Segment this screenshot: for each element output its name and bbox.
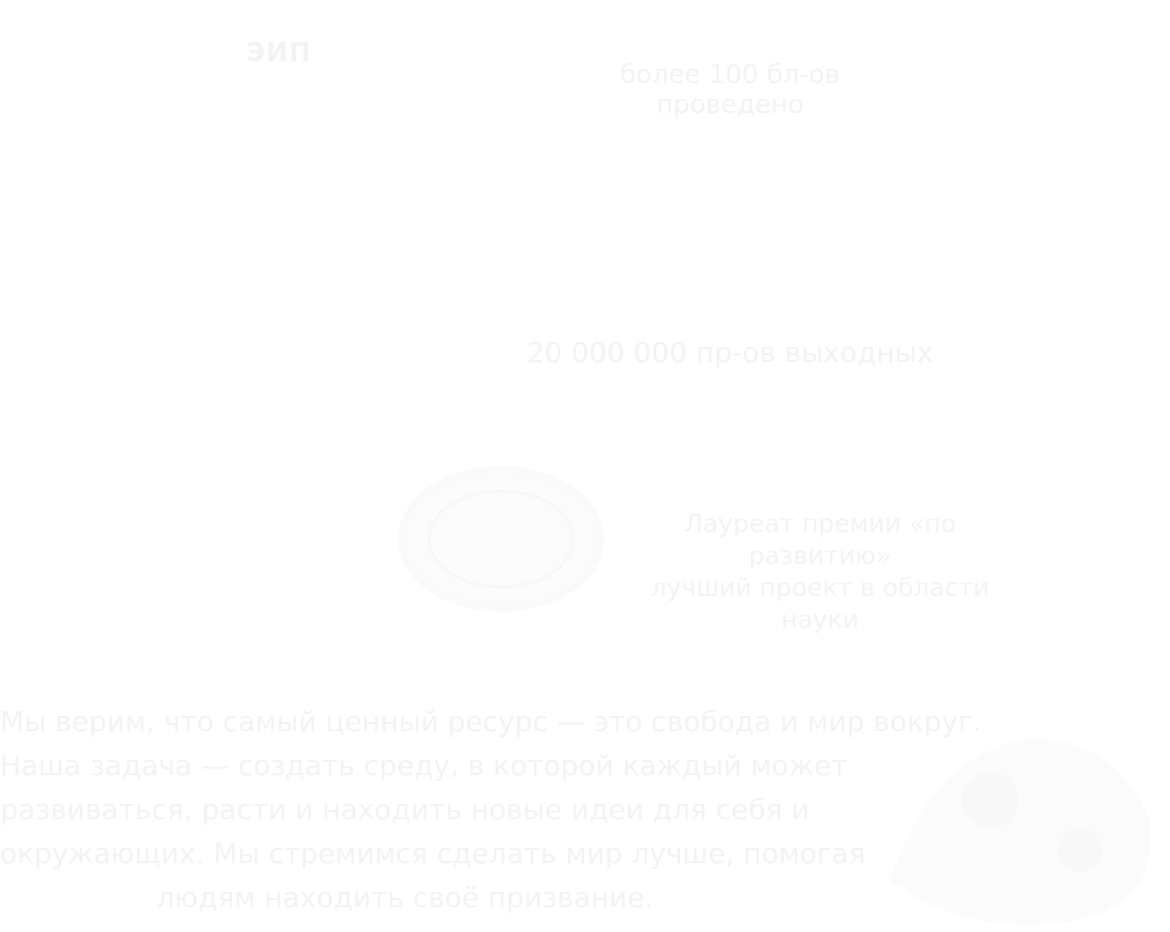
paragraph-line: Наша задача — создать среду, в которой к… xyxy=(0,749,848,782)
site-logo[interactable]: ЭИП xyxy=(246,38,312,68)
paragraph-line: окружающих. Мы стремимся сделать мир луч… xyxy=(0,837,866,870)
decorative-illustration xyxy=(850,700,1170,932)
award-line-2: лучший проект в области науки xyxy=(650,573,990,634)
stat-events: более 100 бл-ов проведено xyxy=(620,60,840,120)
award-badge-icon xyxy=(398,466,604,612)
mission-paragraph: Мы верим, что самый ценный ресурс — это … xyxy=(0,700,982,920)
award-line-1: Лауреат премии «по развитию» xyxy=(684,509,956,570)
paragraph-line: людям находить своё призвание. xyxy=(156,881,654,914)
paragraph-line: развиваться, расти и находить новые идеи… xyxy=(0,793,810,826)
award-description: Лауреат премии «по развитию» лучший прое… xyxy=(630,508,1010,636)
paragraph-line: Мы верим, что самый ценный ресурс — это … xyxy=(0,705,982,738)
stat-audience: 20 000 000 пр-ов выходных xyxy=(526,336,934,369)
